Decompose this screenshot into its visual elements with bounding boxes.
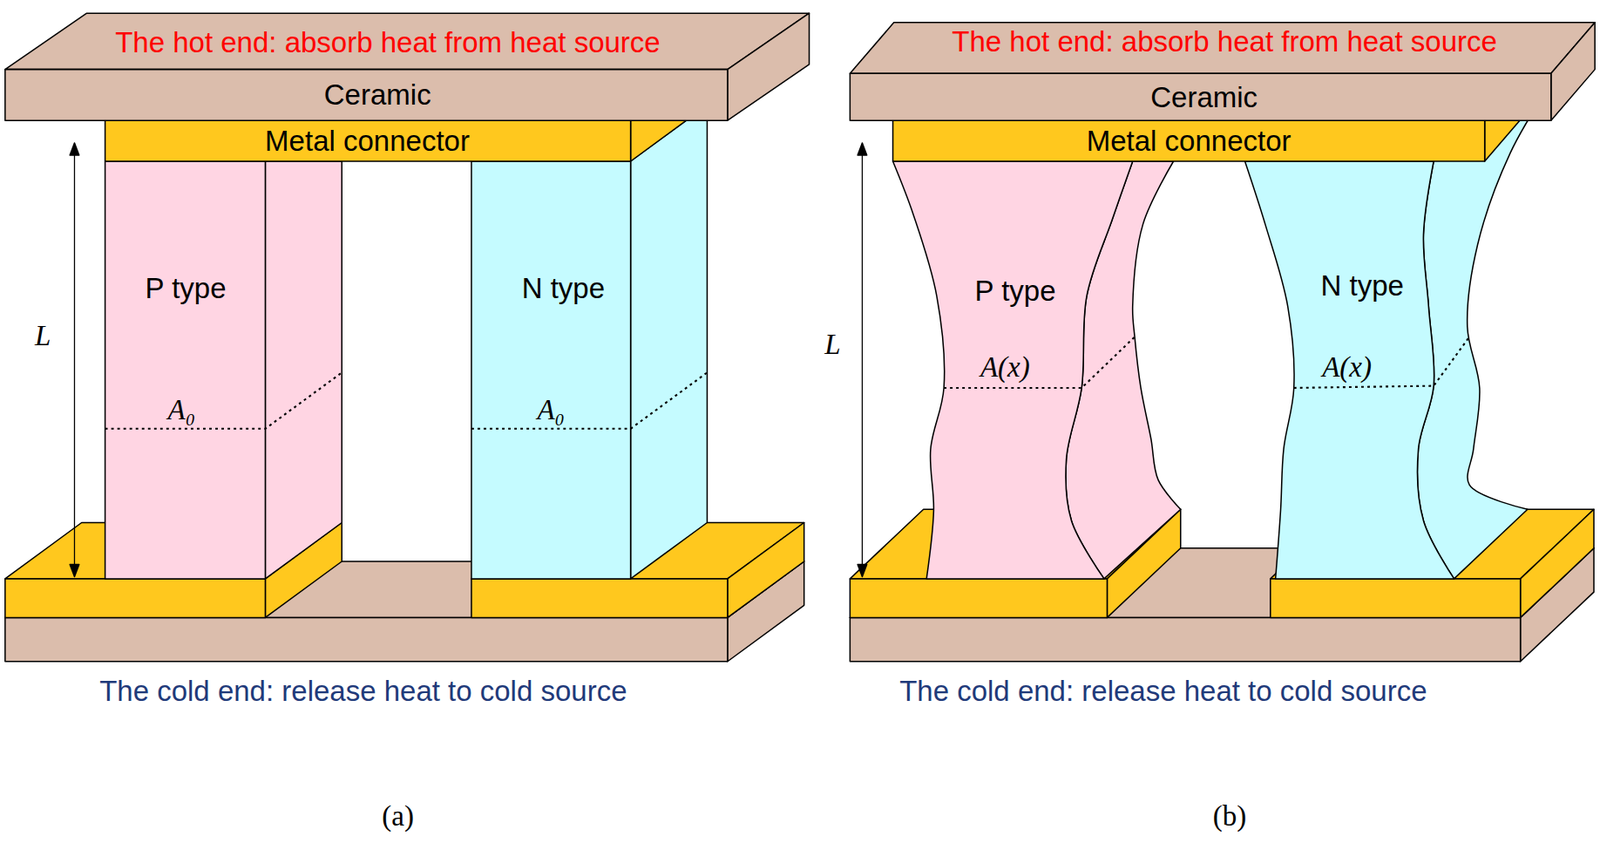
- leg-name: N type: [522, 271, 605, 306]
- part-name: Metal connector: [1086, 124, 1292, 158]
- end-note: The cold end: release heat to cold sourc…: [99, 674, 627, 708]
- p-leg-side: [264, 161, 342, 579]
- p-leg-front: [105, 161, 266, 579]
- part-name: Metal connector: [264, 124, 470, 158]
- leg-name: P type: [975, 274, 1057, 308]
- ceramic-plate: The hot end: absorb heat from heat sourc…: [5, 13, 810, 121]
- ceramic-base: [849, 616, 1520, 661]
- part-name: Ceramic: [324, 78, 432, 112]
- ceramic-side: [727, 13, 810, 121]
- arrow-head: [857, 142, 868, 156]
- metal-connector: [893, 120, 1485, 162]
- ceramic-top: [5, 13, 810, 69]
- pad-side: [727, 522, 805, 618]
- ceramic-plate: [849, 73, 1551, 121]
- arrow-head: [857, 564, 868, 577]
- ceramic-base: [5, 616, 728, 661]
- part-name: Ceramic: [1150, 81, 1258, 115]
- metal-pad: [849, 578, 1107, 617]
- end-note: The cold end: release heat to cold sourc…: [899, 674, 1427, 708]
- length-arrow: [74, 150, 75, 569]
- ceramic-plate: [5, 69, 728, 122]
- leg-name: N type: [1320, 269, 1404, 303]
- arrow-head: [69, 564, 80, 577]
- p-type-leg: P typeA(x): [893, 161, 1181, 579]
- ceramic-top: [849, 22, 1595, 75]
- arrow-head: [69, 142, 80, 156]
- p-leg-front: [893, 161, 1133, 579]
- p-type-leg: P typeA₀: [105, 161, 266, 579]
- n-leg-front: [1245, 161, 1455, 579]
- ceramic-plate: The hot end: absorb heat from heat sourc…: [849, 22, 1595, 121]
- section-line: [471, 372, 707, 428]
- area-symbol: A(x): [1322, 351, 1372, 385]
- end-note: The hot end: absorb heat from heat sourc…: [951, 25, 1498, 59]
- area-symbol: A₀: [536, 393, 565, 428]
- leg-name: P type: [145, 271, 227, 306]
- section-line: [943, 336, 1135, 388]
- metal-pad: [5, 578, 266, 617]
- n-leg-front: [471, 161, 631, 579]
- n-type-leg: N typeA(x): [1245, 161, 1550, 579]
- section-line: [105, 372, 343, 428]
- section-line: [1294, 336, 1470, 388]
- length-label: L: [34, 319, 51, 353]
- metal-pad: [471, 578, 728, 617]
- module-drawing: [5, 13, 1595, 662]
- panel-label: (b): [1213, 800, 1247, 834]
- n-leg-side: [630, 105, 708, 579]
- ceramic-side: [1551, 22, 1595, 121]
- n-type-leg: N typeA₀: [471, 161, 631, 579]
- metal-connector: Metal connector: [105, 120, 631, 162]
- length-arrow: [861, 150, 863, 569]
- area-symbol: A(x): [980, 351, 1031, 385]
- pad-side: [1520, 508, 1594, 617]
- metal-connector: Metal connector: [893, 120, 1485, 162]
- metal-pad: [1270, 578, 1521, 617]
- end-note: The hot end: absorb heat from heat sourc…: [115, 26, 661, 60]
- panel-label: (a): [381, 800, 414, 834]
- area-symbol: A₀: [168, 393, 197, 428]
- metal-connector: [105, 120, 631, 162]
- length-label: L: [824, 328, 841, 362]
